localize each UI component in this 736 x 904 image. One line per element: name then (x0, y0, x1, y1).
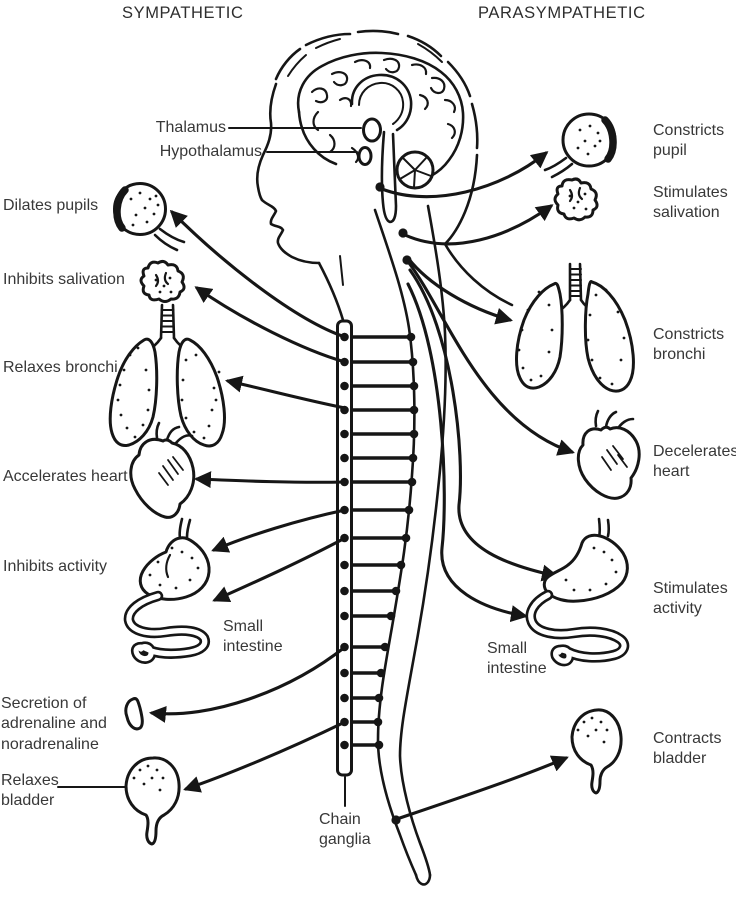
right-salivary-gland-illustration (553, 177, 599, 222)
label-relaxes-bladder: Relaxes bladder (1, 772, 59, 810)
label-inhibits-activity: Inhibits activity (3, 558, 108, 575)
left-bladder-illustration (124, 756, 181, 846)
arrow-decelerates-heart (407, 261, 575, 456)
label-accelerates-heart: Accelerates heart (3, 468, 128, 485)
parasympathetic-arrows (380, 151, 575, 821)
chain-ganglia-ladder (336, 182, 419, 825)
adrenal-gland-illustration (124, 697, 144, 731)
label-dilates-pupils: Dilates pupils (3, 197, 99, 214)
label-small-intestine-left: Small intestine (223, 618, 283, 656)
right-eye-illustration (543, 112, 617, 179)
right-heart-illustration (576, 409, 641, 500)
arrow-small-intestine-right (406, 282, 529, 623)
cerebellum-illustration (395, 150, 435, 190)
arrow-inhibits-activity-intestine (212, 536, 347, 603)
right-lungs-illustration (515, 262, 635, 393)
arrow-stimulates-activity (408, 268, 559, 582)
arrow-relaxes-bladder (183, 720, 347, 793)
left-salivary-gland-illustration (139, 259, 186, 303)
thalamus-shape (362, 117, 382, 143)
label-contracts-bladder: Contracts bladder (653, 730, 722, 768)
arrow-constricts-pupil (380, 151, 549, 199)
left-heart-illustration (129, 421, 196, 519)
right-stomach-intestine-illustration (525, 517, 630, 667)
right-bladder-illustration (570, 708, 623, 795)
title-parasympathetic: PARASYMPATHETIC (478, 4, 646, 22)
arrow-inhibits-activity-stomach (211, 508, 347, 553)
label-inhibits-salivation: Inhibits salivation (3, 271, 125, 288)
label-stimulates-activity: Stimulates activity (653, 580, 728, 618)
label-constricts-bronchi: Constricts bronchi (653, 326, 725, 364)
arrow-inhibits-salivation (194, 286, 347, 364)
brain-illustration (296, 51, 465, 224)
left-eye-illustration (113, 182, 186, 252)
label-adrenal-secretion: Secretion of adrenaline and noradrenalin… (1, 695, 107, 753)
arrow-accelerates-heart (193, 471, 347, 489)
arrow-dilates-pupils (169, 209, 347, 339)
label-stimulates-salivation: Stimulates salivation (653, 184, 728, 222)
left-stomach-intestine-illustration (123, 517, 211, 664)
label-hypothalamus: Hypothalamus (159, 143, 262, 160)
label-chain-ganglia: Chain ganglia (319, 811, 371, 849)
label-relaxes-bronchi: Relaxes bronchi (3, 359, 118, 376)
arrow-stimulates-salivation (403, 204, 554, 246)
label-constricts-pupil: Constricts pupil (653, 122, 725, 160)
head-profile-illustration (255, 29, 514, 322)
title-sympathetic: SYMPATHETIC (122, 4, 244, 22)
label-small-intestine-right: Small intestine (487, 640, 547, 678)
arrow-contracts-bladder (395, 755, 569, 821)
sympathetic-arrows (148, 209, 347, 793)
label-decelerates-heart: Decelerates heart (653, 443, 736, 481)
hypothalamus-shape (357, 146, 373, 166)
arrow-constricts-bronchi (406, 256, 513, 325)
arrow-relaxes-bronchi (225, 375, 347, 410)
label-thalamus: Thalamus (155, 119, 226, 136)
left-lungs-illustration (108, 303, 226, 448)
arrow-adrenal (148, 645, 347, 723)
